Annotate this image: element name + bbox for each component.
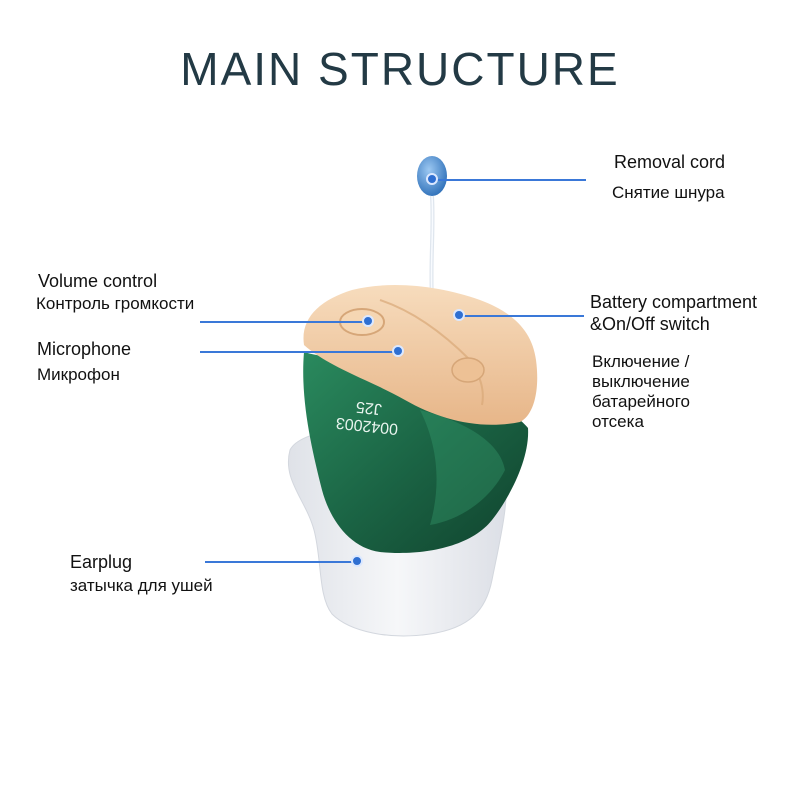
volume-control-line xyxy=(200,321,368,323)
page-title: MAIN STRUCTURE xyxy=(180,43,620,95)
battery-label-ru-line: Включение / xyxy=(592,352,690,371)
battery-label-en-1: Battery compartment xyxy=(590,292,758,312)
removal-cord-label-ru: Снятие шнура xyxy=(612,183,725,202)
shell-highlight xyxy=(420,410,505,525)
volume-control-label-ru: Контроль громкости xyxy=(36,294,195,313)
microphone-line xyxy=(200,351,396,353)
battery-door xyxy=(451,357,485,383)
removal-cord-dot xyxy=(426,173,438,185)
volume-control-dot xyxy=(362,315,374,327)
earplug-label-ru: затычка для ушей xyxy=(70,576,213,595)
battery-label-ru: Включение / выключение батарейного отсек… xyxy=(592,352,690,432)
microphone-label-ru: Микрофон xyxy=(37,365,120,384)
microphone-label-en: Microphone xyxy=(37,339,132,359)
removal-cord-line xyxy=(436,179,586,181)
battery-line xyxy=(462,315,584,317)
earplug-label-en: Earplug xyxy=(70,552,133,572)
battery-dot xyxy=(453,309,465,321)
battery-label-en-2: &On/Off switch xyxy=(590,314,710,334)
earplug-dot xyxy=(351,555,363,567)
battery-label-ru-line: выключение xyxy=(592,372,690,391)
battery-label-ru-line: отсека xyxy=(592,412,644,431)
volume-control-label-en: Volume control xyxy=(38,271,158,291)
battery-label-ru-line: батарейного xyxy=(592,392,691,411)
earplug-line xyxy=(205,561,357,563)
microphone-dot xyxy=(392,345,404,357)
removal-cord-label-en: Removal cord xyxy=(614,152,726,172)
